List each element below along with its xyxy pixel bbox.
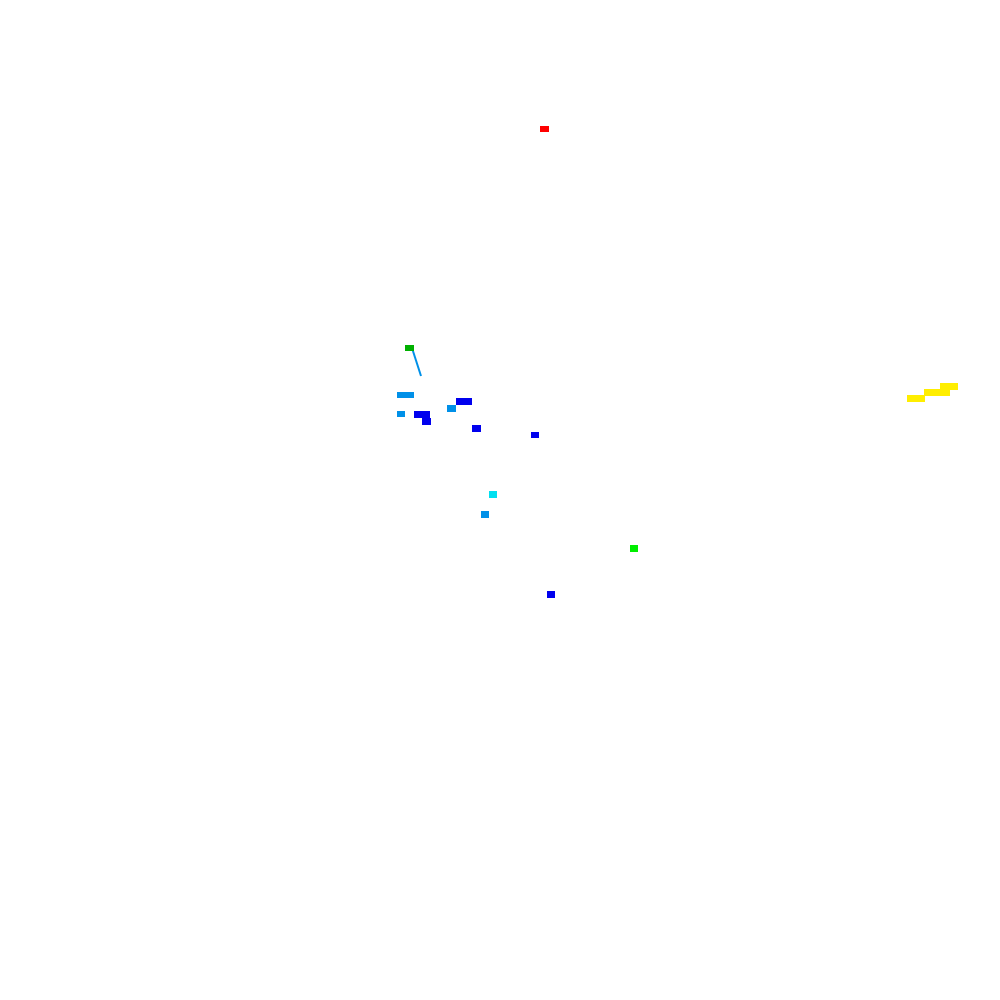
marker-sky-blue-1[interactable] xyxy=(397,392,414,398)
marker-sky-blue-2[interactable] xyxy=(397,411,405,417)
marker-cyan[interactable] xyxy=(489,491,497,498)
marker-blue-5[interactable] xyxy=(531,432,539,438)
marker-blue-1[interactable] xyxy=(456,398,472,405)
marker-yellow-3[interactable] xyxy=(907,395,925,402)
marker-dark-green[interactable] xyxy=(405,345,414,351)
marker-sky-blue-4[interactable] xyxy=(481,511,489,518)
marker-sky-blue-3[interactable] xyxy=(447,405,456,412)
marker-blue-6[interactable] xyxy=(547,591,555,598)
marker-yellow-2[interactable] xyxy=(924,389,950,396)
marker-blue-3[interactable] xyxy=(422,418,431,425)
tracks-layer xyxy=(411,347,422,377)
marker-yellow-1[interactable] xyxy=(940,383,958,390)
markers-layer xyxy=(397,126,958,598)
marker-blue-2[interactable] xyxy=(414,411,430,418)
marker-red[interactable] xyxy=(540,126,549,132)
marker-green[interactable] xyxy=(630,545,638,552)
marker-blue-4[interactable] xyxy=(472,425,481,432)
track-sky-blue xyxy=(411,347,422,377)
